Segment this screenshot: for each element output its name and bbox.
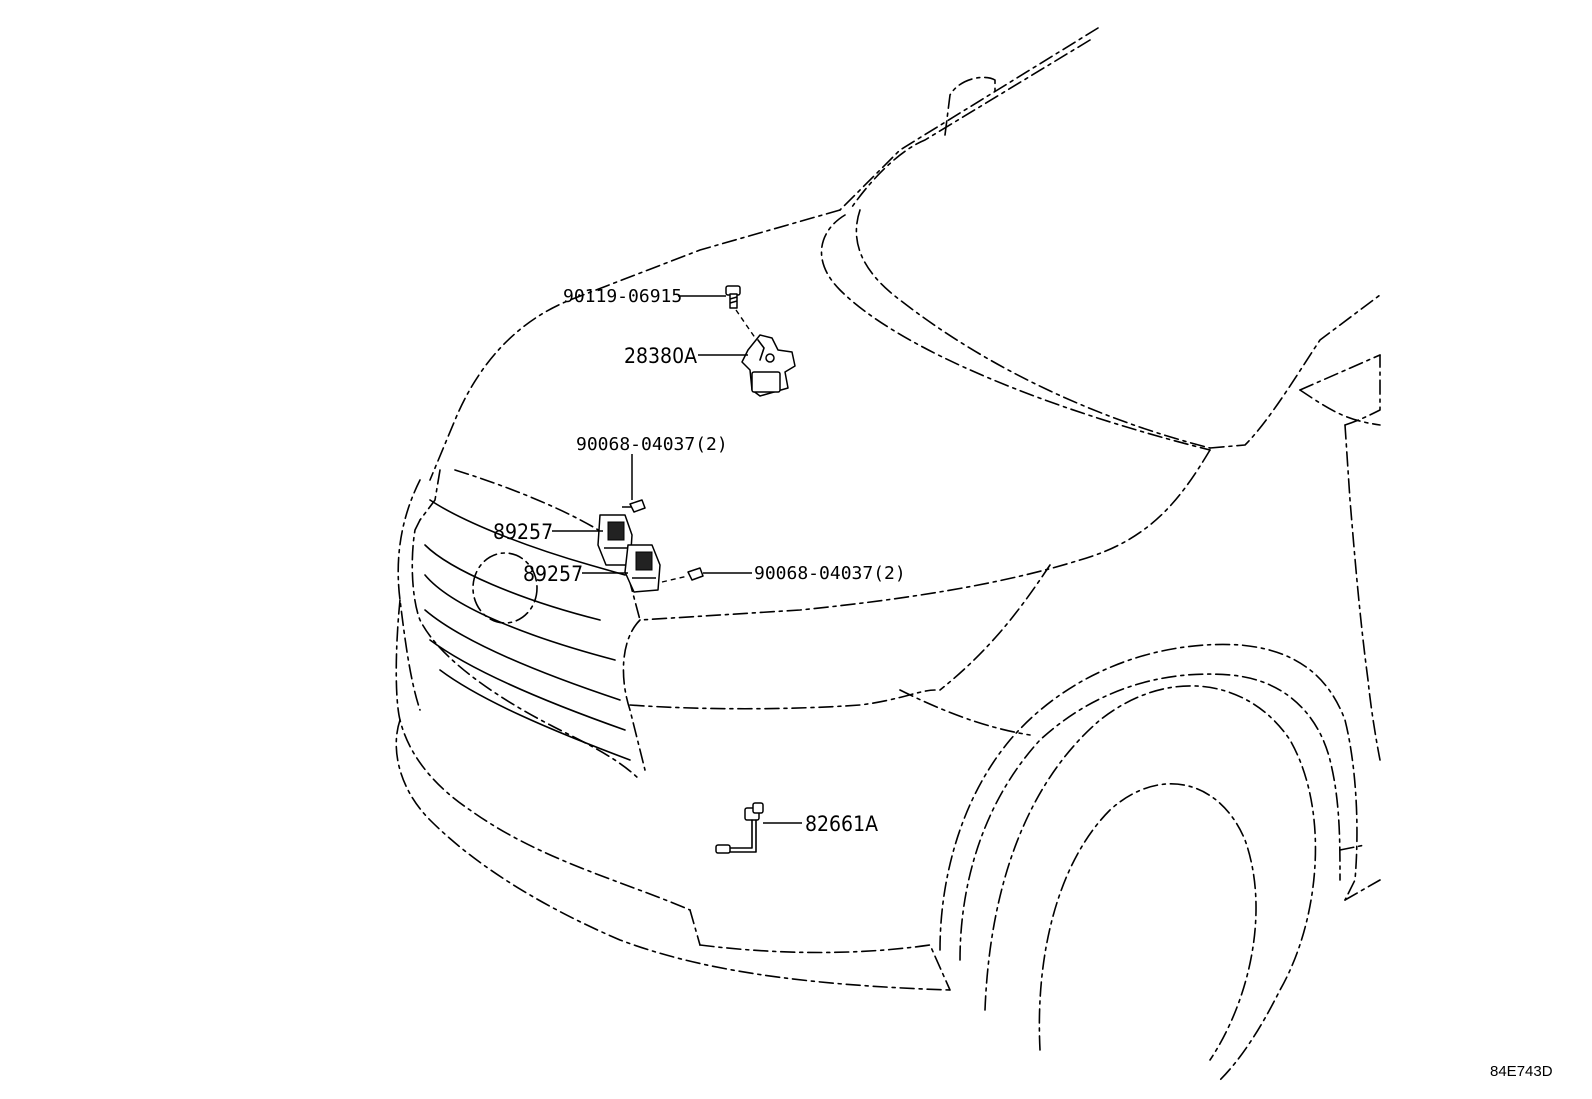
wire-harness-icon: [715, 802, 764, 854]
label-sensor-upper: 89257: [493, 520, 553, 544]
label-screw-lower: 90068-04037(2): [754, 563, 906, 584]
hood-lock-icon: [741, 334, 796, 397]
screw-upper-icon: [622, 499, 646, 513]
bolt-icon: [725, 285, 741, 309]
label-bolt-top: 90119-06915: [563, 286, 682, 307]
label-screw-upper: 90068-04037(2): [576, 434, 728, 455]
label-sensor-lower: 89257: [523, 562, 583, 586]
label-hood-lock: 28380A: [624, 344, 697, 368]
screw-lower-icon: [661, 567, 704, 583]
bolt-install-line: [735, 309, 761, 346]
sensor-upper-icon: [597, 514, 633, 566]
vehicle-outline: [395, 27, 1381, 1081]
diagram-reference-code: 84E743D: [1490, 1063, 1553, 1080]
label-wire: 82661A: [805, 812, 878, 836]
sensor-lower-icon: [624, 544, 661, 593]
